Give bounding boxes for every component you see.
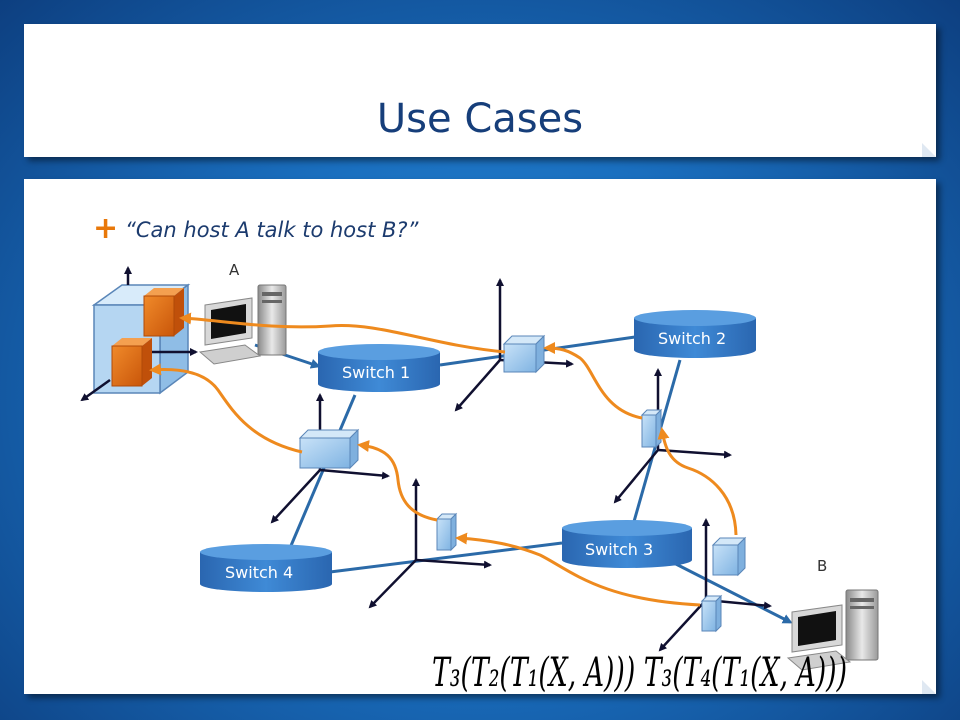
orange-box-bottom [111, 338, 152, 387]
space-box-link4-3 [368, 478, 492, 609]
switch-2-label: Switch 2 [658, 329, 726, 348]
space-box-switch3 [658, 518, 772, 652]
link-switch3-hostB [667, 558, 793, 624]
path-switch4-to-hostA [149, 363, 303, 454]
switch-3: Switch 3 [562, 520, 692, 568]
path-switch1-to-hostA [179, 312, 506, 354]
title-panel [24, 24, 936, 157]
path-switch3-to-switch2 [657, 427, 738, 536]
space-box-switch4 [270, 393, 390, 524]
switch-1-label: Switch 1 [342, 363, 410, 382]
content-panel [24, 179, 936, 694]
bullet-question: “Can host A talk to host B?” [125, 218, 419, 242]
path-switch3-to-link43 [455, 532, 701, 607]
orange-paths [149, 312, 738, 607]
host-a-label: A [229, 261, 240, 279]
orange-box-top [143, 288, 184, 337]
space-box-switch2 [613, 368, 732, 504]
switch-4: Switch 4 [200, 544, 332, 592]
bullet-plus-icon: + [93, 211, 119, 246]
switch-1: Switch 1 [318, 344, 440, 392]
path-switch2-to-switch1 [543, 342, 643, 420]
space-box-switch1 [454, 278, 574, 412]
link-switch1-switch4 [288, 394, 357, 549]
slide-title: Use Cases [376, 96, 584, 142]
reachability-formula: T₃(T₂(T₁(X, A))) T₃(T₄(T₁(X, A))) [432, 650, 847, 696]
host-b-computer-icon [786, 589, 879, 671]
switch-2: Switch 2 [634, 310, 756, 358]
host-b-label: B [817, 557, 827, 575]
switch-4-label: Switch 4 [225, 563, 293, 582]
switch-3-label: Switch 3 [585, 540, 653, 559]
path-link43-to-switch4 [357, 440, 438, 522]
